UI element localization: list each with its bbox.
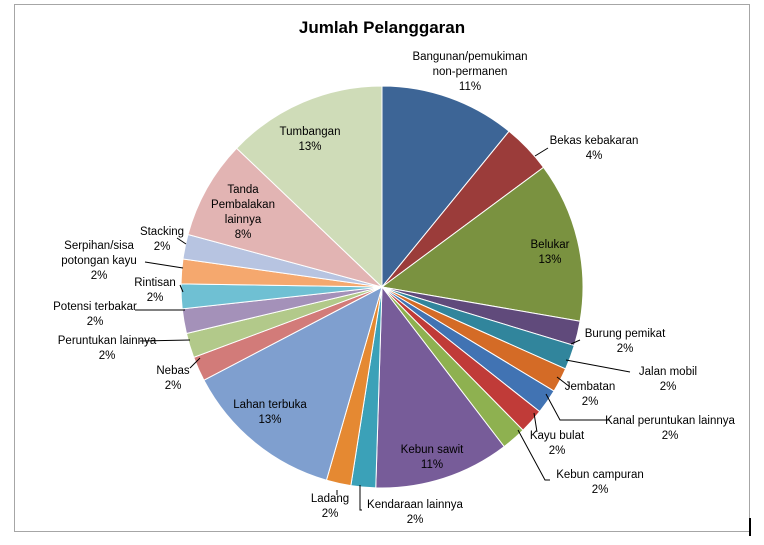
pie-slice-tumbangan <box>235 85 383 289</box>
slice-percent-label: 2% <box>549 445 566 457</box>
slice-percent-label: 2% <box>662 430 679 442</box>
slice-category-label: Burung pemikat <box>585 328 666 340</box>
slice-category-label: lainnya <box>225 214 262 226</box>
slice-category-label: Belukar <box>531 239 570 251</box>
slice-percent-label: 2% <box>617 343 634 355</box>
slice-category-label: Kanal peruntukan lainnya <box>605 415 735 427</box>
slice-percent-label: 13% <box>258 414 281 426</box>
slice-percent-label: 2% <box>407 514 424 526</box>
slice-category-label: Bekas kebakaran <box>550 135 639 147</box>
slice-category-label: Lahan terbuka <box>233 399 307 411</box>
slice-percent-label: 4% <box>586 150 603 162</box>
slice-category-label: Jembatan <box>565 381 616 393</box>
slice-percent-label: 2% <box>582 396 599 408</box>
slice-category-label: Tumbangan <box>280 126 341 138</box>
leader-line <box>534 147 549 157</box>
leader-line <box>533 412 538 433</box>
leader-line <box>139 339 191 342</box>
slice-category-label: Ladang <box>311 493 349 505</box>
slice-percent-label: 13% <box>538 254 561 266</box>
leader-line <box>545 393 610 421</box>
slice-category-label: Kendaraan lainnya <box>367 499 464 511</box>
slice-percent-label: 2% <box>99 350 116 362</box>
leader-line <box>179 284 184 293</box>
leader-line <box>565 359 631 373</box>
slice-percent-label: 2% <box>147 292 164 304</box>
slice-category-label: Bangunan/pemukiman <box>412 51 527 63</box>
pie-slice-bangunan-pemukiman-non-permanen <box>381 85 510 289</box>
slice-percent-label: 2% <box>592 484 609 496</box>
slice-category-label: Stacking <box>140 226 184 238</box>
leader-line <box>556 376 571 388</box>
leader-lines <box>135 147 631 511</box>
slice-category-label: Peruntukan lainnya <box>58 335 157 347</box>
slice-category-label: Nebas <box>156 365 189 377</box>
slice-percent-label: 2% <box>165 380 182 392</box>
leader-line <box>144 261 184 269</box>
slice-percent-label: 13% <box>298 141 321 153</box>
slice-category-label: potongan kayu <box>61 255 136 267</box>
slice-percent-label: 2% <box>322 508 339 520</box>
pie-slice-lahan-terbuka <box>203 286 383 481</box>
pie-slice-tanda-pembalakan-lainnya <box>187 147 383 288</box>
slice-category-label: Pembalakan <box>211 199 275 211</box>
slice-category-label: Kebun sawit <box>401 444 464 456</box>
slice-category-label: Kebun campuran <box>556 469 644 481</box>
leader-line <box>176 237 187 245</box>
slice-percent-label: 11% <box>459 81 481 93</box>
chart-title: Jumlah Pelanggaran <box>299 18 465 37</box>
pie-slice-kebun-sawit <box>375 285 505 489</box>
slice-percent-label: 8% <box>235 229 252 241</box>
slice-category-label: non-permanen <box>433 66 508 78</box>
slice-category-label: Potensi terbakar <box>53 301 137 313</box>
leader-line <box>517 429 550 481</box>
slice-category-label: Serpihan/sisa <box>64 240 134 252</box>
slice-category-label: Jalan mobil <box>639 366 697 378</box>
pie-slices <box>180 85 584 489</box>
slice-category-label: Kayu bulat <box>530 430 585 442</box>
slice-percent-label: 2% <box>154 241 171 253</box>
slice-labels: Bangunan/pemukiman non-permanen 11% Bekas k… <box>53 51 735 526</box>
leader-line <box>359 485 362 511</box>
slice-category-label: Rintisan <box>134 277 176 289</box>
leader-line <box>570 339 581 345</box>
pie-slice-belukar <box>380 166 584 322</box>
slice-percent-label: 2% <box>87 316 104 328</box>
leader-line <box>189 357 201 369</box>
slice-category-label: Tanda <box>227 184 259 196</box>
slice-percent-label: 11% <box>421 459 443 471</box>
slice-percent-label: 2% <box>660 381 677 393</box>
slice-percent-label: 2% <box>91 270 108 282</box>
